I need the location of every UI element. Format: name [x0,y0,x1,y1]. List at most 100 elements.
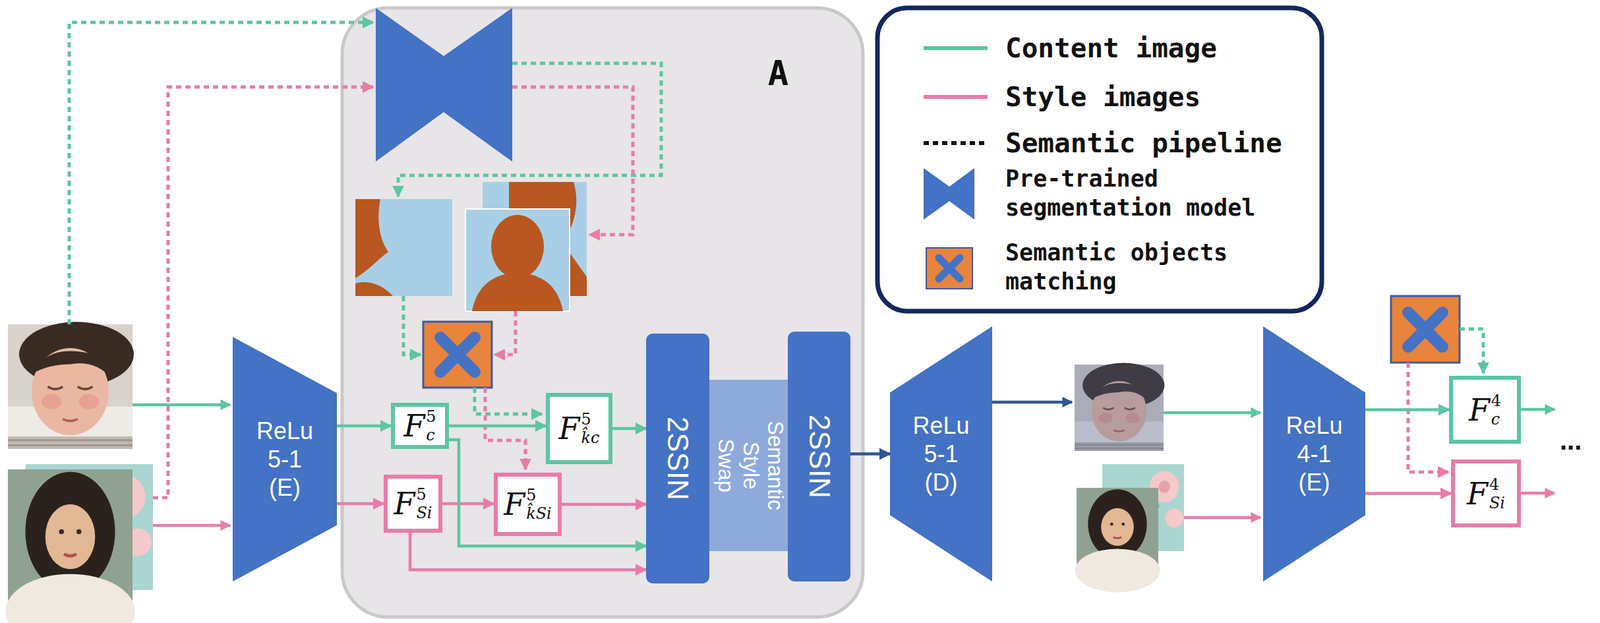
flow-connector [336,502,384,506]
semantic-line [494,311,516,355]
feature-symbol: F [1466,478,1488,509]
output-photo [1074,362,1165,451]
index-column: 5c [425,408,436,444]
style-flow [152,524,231,528]
layer-superscript: 5 [526,487,552,504]
flow-connector [442,502,494,506]
legend-entry: Semantic pipeline [1005,126,1309,161]
matching-box [1391,296,1460,363]
feature-subscript: c [1491,411,1502,428]
index-column: 5Si [415,486,432,521]
content-feature-box: F4 c [1449,375,1521,444]
feature-subscript: Si [1489,495,1506,511]
layer-superscript: 5 [415,486,432,503]
content-feature-box: F5k̂c [545,392,613,465]
legend-text: Style images [1005,80,1309,115]
style-photo [1075,487,1161,593]
feature-subscript: k̂Si [526,505,552,522]
matching-cross [1408,312,1443,347]
semantic-line [485,387,526,470]
flow-connector [850,452,890,456]
feature-symbol: F [403,410,425,442]
content-flow [1520,408,1555,412]
feature-symbol: F [559,413,581,444]
mask-region [491,214,544,279]
legend-text: Content image [1005,31,1309,66]
legend-entry: Content image [1005,31,1309,66]
layer-superscript: 4 [1489,476,1506,493]
style-feature-box: F5Si [383,474,443,533]
content-flow [132,403,231,407]
index-column: 4Si [1489,476,1506,511]
legend-entry: Style images [1005,80,1309,115]
feature-symbol: F [1468,394,1490,426]
legend-text: Semantic pipeline [1005,126,1309,161]
legend-entry: Semantic objects matching [1005,238,1270,297]
legend-sample [923,94,988,99]
legend-sample [923,141,988,146]
legend-sample [923,168,975,220]
trapezoid-fill [232,336,337,582]
feature-symbol: F [503,489,525,520]
flow-connector [410,532,647,570]
encoder-trapezoid: ReLu 4-1 (E) [1263,326,1366,582]
block-label: ReLu 5-1 (E) [251,416,318,503]
swap-block: Semantic Style Swap [709,379,792,552]
legend-text: Semantic objects matching [1005,238,1270,297]
layer-superscript: 5 [580,411,600,428]
output-photo-tint [1074,364,1164,451]
semantic-line [69,22,374,325]
output-flow [992,400,1072,405]
legend-entry: Pre-trained segmentation model [1005,164,1270,223]
trapezoid-fill [889,326,993,582]
decoder-trapezoid: ReLu 5-1 (D) [889,326,993,582]
flow-connector [336,424,391,428]
feature-subscript: k̂c [580,429,600,446]
index-column: 5k̂c [580,411,600,446]
legend-sample [926,247,973,289]
style-flow [1520,491,1555,496]
segmentation-model [375,7,513,162]
semantic-line [1459,328,1484,374]
flow-connector [1365,408,1450,412]
segmentation-mask [465,208,570,312]
legend-sample [938,257,960,279]
semantic-line [398,63,662,197]
block-label: ReLu 5-1 (D) [908,411,975,498]
block-label: Semantic Style Swap [713,420,788,511]
semantic-line [403,296,421,355]
norm-block: 2SSIN [787,331,851,582]
panel-letter: A [768,56,789,91]
index-column: 5k̂Si [526,487,552,522]
mask-region [472,272,563,312]
segmentation-mask [355,199,453,297]
feature-subscript: Si [415,504,432,521]
style-flow [1184,516,1261,520]
flow-connector [561,503,647,507]
encoder-trapezoid: ReLu 5-1 (E) [232,336,337,582]
norm-block: 2SSIN [646,333,710,584]
layer-superscript: 5 [425,408,436,425]
style-feature-box: F5k̂Si [493,472,562,536]
mask-region [355,282,393,297]
ellipsis-mark: ... [1559,427,1582,454]
flow-connector [448,424,546,428]
mask-region [355,199,389,279]
trapezoid-fill [1263,326,1366,582]
module-panel-ground [342,7,863,618]
flow-connector [612,427,647,431]
legend-sample [923,46,988,51]
semantic-line [1408,362,1449,473]
matching-box [423,321,492,388]
layer-superscript: 4 [1491,392,1502,409]
style-feature-box: F4Si [1451,459,1521,528]
content-feature-box: F5c [390,402,449,449]
block-label: 2SSIN [661,416,695,501]
block-label: 2SSIN [802,414,836,499]
feature-subscript: c [425,427,436,444]
content-photo [7,321,134,449]
block-label: ReLu 4-1 (E) [1281,411,1348,498]
legend-text: Pre-trained segmentation model [1005,164,1270,223]
module-panel: AF5cF5k̂cF5SiF5k̂Si2SSINSemantic Style S… [342,7,863,618]
